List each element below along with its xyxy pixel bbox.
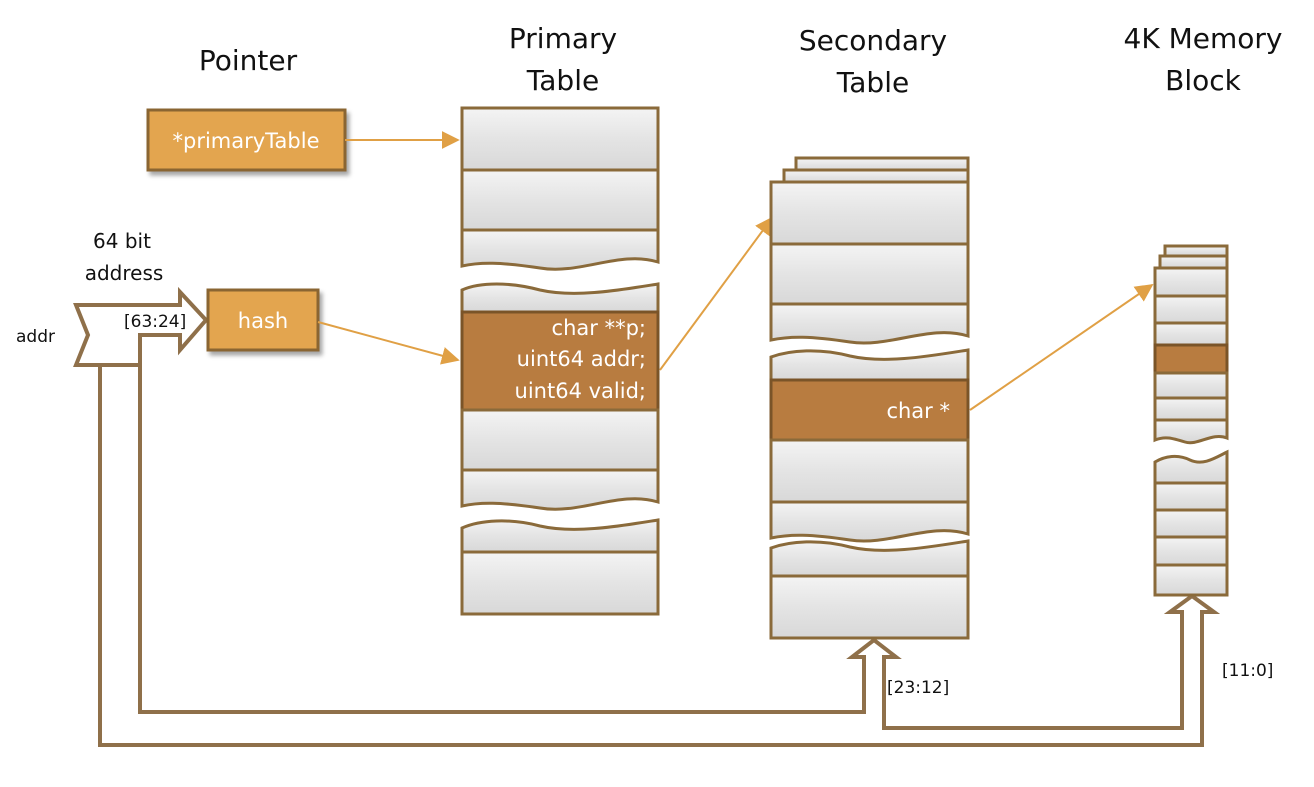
header-pointer: Pointer <box>199 44 298 77</box>
hash-box-label: hash <box>238 309 288 333</box>
secondary-cell <box>769 180 970 246</box>
memory-cell <box>1153 294 1229 325</box>
arrow-up-secondary <box>846 637 902 680</box>
header-primary-line2: Table <box>526 64 599 97</box>
primary-entry-highlight <box>460 310 660 412</box>
bits-63-24-label: [63:24] <box>124 312 186 332</box>
bus-line-high-bits <box>138 335 866 714</box>
secondary-table: char * <box>769 156 970 640</box>
secondary-cell-break-bottom <box>769 348 970 382</box>
connector-secondary-to-memory <box>969 283 1154 411</box>
bits-11-0-label: [11:0] <box>1222 661 1273 681</box>
pointer-box-label: *primaryTable <box>173 129 320 153</box>
pointer-box: *primaryTable <box>146 108 347 172</box>
primary-cell <box>460 408 660 472</box>
connector-primary-to-secondary <box>659 216 774 371</box>
bus-line-mid-bits <box>882 615 1184 730</box>
secondary-cell <box>769 438 970 504</box>
memory-byte-highlight <box>1153 343 1229 375</box>
primary-cell <box>460 550 660 616</box>
primary-cell-break-top <box>460 228 660 271</box>
secondary-cell <box>769 574 970 640</box>
arrow-up-memory <box>1163 593 1221 620</box>
primary-entry-line3: uint64 valid; <box>515 379 646 403</box>
secondary-cell-break-bottom <box>769 539 970 578</box>
bits-23-12-label: [23:12] <box>887 678 949 698</box>
primary-cell-break-bottom <box>460 282 660 314</box>
address-caption-line1: 64 bit <box>93 229 151 253</box>
secondary-entry-label: char * <box>886 399 950 423</box>
hash-box: hash <box>206 288 320 352</box>
connector-hash-to-primary <box>317 321 460 365</box>
bus-line-low-bits <box>98 365 1204 747</box>
header-memory-line1: 4K Memory <box>1124 22 1283 55</box>
memory-cell <box>1153 535 1229 567</box>
memory-cell <box>1153 266 1229 298</box>
address-bus <box>98 335 1204 747</box>
memory-cell <box>1153 508 1229 539</box>
address-caption-line2: address <box>85 261 164 285</box>
primary-cell-break-bottom <box>460 518 660 554</box>
secondary-cell-break-top <box>769 302 970 345</box>
header-primary-line1: Primary <box>509 22 617 55</box>
memory-block <box>1153 244 1229 597</box>
secondary-cell-break-top <box>769 500 970 543</box>
primary-entry-line2: uint64 addr; <box>517 347 646 371</box>
memory-cell <box>1153 371 1229 400</box>
memory-cell <box>1153 481 1229 512</box>
address-bus-arrow <box>73 286 209 367</box>
header-memory-line2: Block <box>1165 64 1242 97</box>
memory-stack-middle <box>1158 254 1229 270</box>
primary-entry-line1: char **p; <box>552 316 646 340</box>
primary-cell <box>460 168 660 232</box>
memory-cell <box>1153 563 1229 597</box>
addr-label: addr <box>16 327 55 347</box>
primary-table: char **p; uint64 addr; uint64 valid; <box>460 106 660 616</box>
memory-cell-break-top <box>1153 418 1229 445</box>
header-secondary-line1: Secondary <box>799 24 947 57</box>
primary-cell-break-top <box>460 468 660 511</box>
memory-cell <box>1153 396 1229 422</box>
memory-cell <box>1153 321 1229 347</box>
secondary-cell <box>769 242 970 306</box>
header-secondary-line2: Table <box>836 66 909 99</box>
memory-cell-break-bottom <box>1153 449 1229 485</box>
primary-cell <box>460 106 660 172</box>
